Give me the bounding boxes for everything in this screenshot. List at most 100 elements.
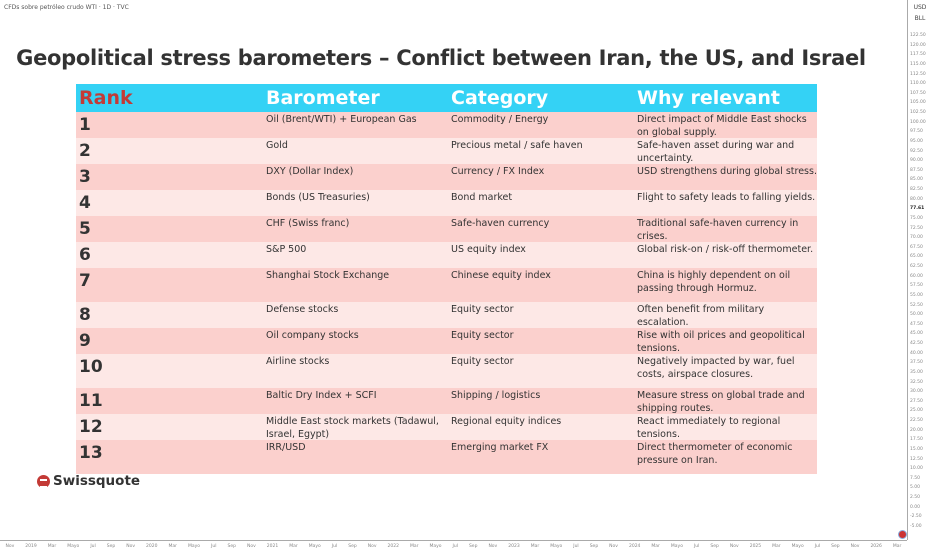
barometer-cell: DXY (Dollar Index) xyxy=(266,166,354,177)
rank-cell: 10 xyxy=(79,357,103,377)
price-tick: 0.00 xyxy=(910,504,921,510)
price-tick: 97.50 xyxy=(910,129,923,135)
time-tick: Sep xyxy=(106,544,116,549)
header-barometer: Barometer xyxy=(266,87,380,109)
category-cell: Equity sector xyxy=(451,330,514,341)
price-tick: 45.00 xyxy=(910,331,923,337)
price-tick: 20.00 xyxy=(910,427,923,433)
price-tick: 105.00 xyxy=(910,100,926,106)
time-tick: Nov xyxy=(246,544,256,549)
time-tick: 2022 xyxy=(387,544,399,549)
time-tick: Mayo xyxy=(791,544,804,549)
rank-cell: 9 xyxy=(79,331,91,351)
why-relevant-cell: Measure stress on global trade and shipp… xyxy=(637,390,805,414)
time-tick: Sep xyxy=(348,544,357,549)
rank-cell: 6 xyxy=(79,245,91,265)
price-tick: 82.50 xyxy=(910,187,923,192)
swissquote-logo-icon xyxy=(37,474,50,488)
price-tick: 115.00 xyxy=(910,61,926,67)
why-relevant-cell: Rise with oil prices and geopolitical te… xyxy=(637,330,805,354)
flag-icon[interactable] xyxy=(898,530,907,539)
time-tick: 2024 xyxy=(628,544,641,549)
price-tick: 12.50 xyxy=(910,456,923,462)
price-tick: -5.00 xyxy=(910,523,922,529)
time-tick: Mar xyxy=(892,544,902,549)
rank-cell: 4 xyxy=(79,193,91,213)
time-tick: Mar xyxy=(530,544,540,549)
barometer-cell: Shanghai Stock Exchange xyxy=(266,270,390,281)
time-tick: Nov xyxy=(850,544,860,549)
time-tick: Mayo xyxy=(187,544,201,549)
price-tick: 25.00 xyxy=(910,408,923,414)
time-tick: Nov xyxy=(488,544,498,549)
time-tick: Nov xyxy=(126,544,136,549)
price-tick: 95.00 xyxy=(910,138,923,144)
time-tick: Mayo xyxy=(670,544,683,549)
why-relevant-cell: Direct impact of Middle East shocks on g… xyxy=(637,114,807,138)
time-tick: Nov xyxy=(729,544,739,549)
barometer-cell: Middle East stock markets (Tadawul, Isra… xyxy=(266,416,439,440)
time-tick: Sep xyxy=(831,544,840,549)
price-tick: 47.50 xyxy=(910,321,923,327)
barometer-cell: Baltic Dry Index + SCFI xyxy=(266,390,377,401)
unit-label[interactable]: BLL xyxy=(914,15,926,22)
time-tick: 2026 xyxy=(870,544,882,549)
price-tick: 120.00 xyxy=(910,42,926,48)
why-relevant-cell: React immediately to regional tensions. xyxy=(637,416,781,440)
time-tick: Mayo xyxy=(308,544,321,549)
price-tick: 15.00 xyxy=(910,446,923,452)
time-tick: Nov xyxy=(5,544,15,549)
price-tick: 32.50 xyxy=(910,379,923,385)
rank-cell: 2 xyxy=(79,141,91,161)
why-relevant-cell: Traditional safe-haven currency in crise… xyxy=(637,218,799,242)
currency-label[interactable]: USD xyxy=(913,4,927,11)
header-why: Why relevant xyxy=(637,87,780,109)
time-tick: Nov xyxy=(609,544,618,549)
time-tick: Mar xyxy=(289,544,298,549)
category-cell: Shipping / logistics xyxy=(451,390,541,401)
price-tick: 110.00 xyxy=(910,81,926,87)
price-tick: 57.50 xyxy=(910,283,923,289)
time-tick: Jul xyxy=(90,544,96,549)
price-tick: 112.50 xyxy=(910,71,926,77)
rank-cell: 8 xyxy=(79,305,91,325)
chart-symbol-title: CFDs sobre petróleo crudo WTI · 1D · TVC xyxy=(4,4,129,11)
time-tick: Mar xyxy=(651,544,660,549)
why-relevant-cell: China is highly dependent on oil passing… xyxy=(637,270,791,294)
price-tick: 100.00 xyxy=(910,119,926,125)
why-relevant-cell: Negatively impacted by war, fuel costs, … xyxy=(637,356,795,380)
barometer-cell: Gold xyxy=(266,140,288,151)
price-tick: 10.00 xyxy=(910,466,923,472)
category-cell: Bond market xyxy=(451,192,513,203)
price-tick: 62.50 xyxy=(910,264,923,269)
category-cell: Chinese equity index xyxy=(451,270,551,281)
time-tick: Mayo xyxy=(429,544,442,549)
category-cell: Currency / FX Index xyxy=(451,166,545,177)
price-tick: 92.50 xyxy=(910,148,923,154)
time-tick: Jul xyxy=(693,544,700,549)
why-relevant-cell: Often benefit from military escalation. xyxy=(637,304,765,328)
price-tick: 87.50 xyxy=(910,167,923,173)
price-tick: 52.50 xyxy=(910,302,923,308)
price-tick: 22.50 xyxy=(910,418,923,423)
price-tick: 27.50 xyxy=(910,398,923,404)
category-cell: Emerging market FX xyxy=(451,442,549,453)
header-category: Category xyxy=(451,87,549,109)
time-tick: Nov xyxy=(367,544,377,549)
price-tick: 60.00 xyxy=(910,273,923,279)
price-tick: 30.00 xyxy=(910,389,923,395)
page-title: Geopolitical stress barometers – Conflic… xyxy=(16,46,866,70)
rank-cell: 13 xyxy=(79,443,103,463)
price-tick: 70.00 xyxy=(910,235,923,241)
time-tick: Jul xyxy=(211,544,217,549)
barometer-cell: S&P 500 xyxy=(266,244,307,255)
time-tick: 2023 xyxy=(508,544,520,549)
price-tick: 77.61 xyxy=(910,206,925,212)
